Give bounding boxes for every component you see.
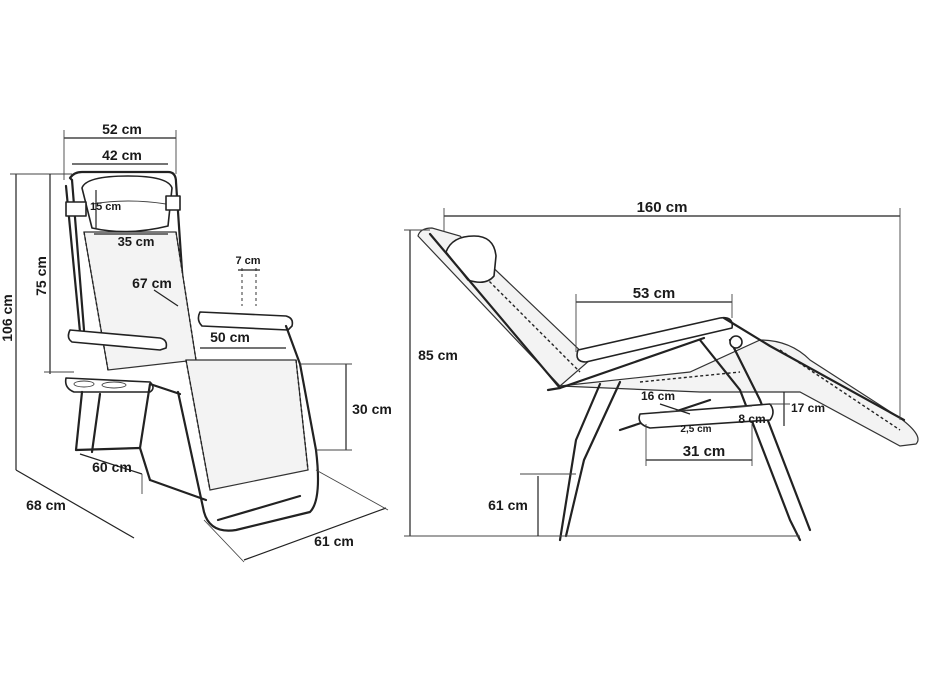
side-tray-cup — [729, 405, 753, 409]
cup-hole-1 — [73, 380, 95, 388]
dim-arrow-67 — [153, 289, 179, 307]
side-top-frame — [722, 316, 906, 422]
pillow-seam — [91, 200, 167, 205]
pillow-strap-right — [165, 195, 181, 211]
side-seat-cord — [639, 371, 741, 383]
label-tray-width: 16 cm — [641, 389, 675, 403]
label-cupholder-gap: 7 cm — [235, 255, 260, 267]
side-backrest-cord — [469, 261, 581, 373]
label-tray-depth: 2,5 cm — [680, 424, 711, 435]
label-ground-height: 61 cm — [488, 497, 528, 513]
headrest-pillow — [81, 175, 173, 233]
footrest-bar — [216, 494, 302, 522]
seat-cord-right — [295, 359, 309, 471]
left-leg-inner — [90, 392, 102, 454]
label-cup-diameter: 8 cm — [738, 412, 765, 426]
side-rear-leg-a — [698, 338, 802, 542]
front-leg-frame — [176, 324, 320, 532]
side-view-chair — [417, 227, 919, 542]
label-backrest-height: 75 cm — [33, 256, 49, 296]
label-depth-mid: 60 cm — [92, 459, 132, 475]
dim-line-61-front — [243, 507, 387, 561]
seat-fabric — [185, 359, 309, 491]
backrest-cord-left — [83, 231, 109, 371]
rear-support-frame — [138, 382, 182, 482]
front-dimensions: 52 cm 42 cm 15 cm 35 cm 106 cm 75 cm 7 c… — [0, 121, 392, 563]
label-depth-front: 61 cm — [314, 533, 354, 549]
label-backrest-length: 67 cm — [132, 275, 172, 291]
label-seat-width: 50 cm — [210, 329, 250, 345]
label-tray-height: 17 cm — [791, 401, 825, 415]
side-headrest-pillow — [445, 235, 497, 284]
side-front-leg-b — [564, 380, 622, 538]
seat-cord-left — [185, 359, 211, 491]
pillow-strap-left — [65, 201, 87, 217]
label-total-length: 160 cm — [637, 199, 688, 216]
cup-holder-tray — [64, 377, 154, 393]
label-pillow-height: 15 cm — [90, 201, 121, 213]
side-mid-frame — [558, 336, 706, 390]
label-seat-height: 30 cm — [352, 401, 392, 417]
left-leg-frame — [74, 390, 142, 452]
front-view-chair — [64, 170, 320, 532]
dim-ext-61-r — [315, 469, 389, 511]
label-seat-length: 53 cm — [633, 285, 676, 302]
dim-ext-61-l — [203, 519, 245, 563]
label-pillow-width: 35 cm — [118, 234, 155, 249]
backrest-fabric — [83, 231, 197, 371]
backrest-frame-top — [68, 170, 188, 332]
dim-line-60 — [79, 453, 143, 475]
label-total-height-side: 85 cm — [418, 347, 458, 363]
lower-crossbar — [148, 478, 208, 502]
dim-line-16 — [659, 403, 691, 415]
side-tray-slot — [659, 409, 691, 413]
side-pivot-knob — [729, 335, 743, 349]
right-armrest — [197, 311, 294, 331]
label-width-inner: 42 cm — [102, 147, 142, 163]
label-total-height-front: 106 cm — [0, 294, 15, 341]
label-base-width: 31 cm — [683, 443, 726, 460]
label-width-outer: 52 cm — [102, 121, 142, 137]
side-front-leg-a — [558, 382, 602, 542]
left-armrest — [67, 329, 168, 351]
cup-hole-2 — [101, 381, 127, 389]
label-depth-side: 68 cm — [26, 497, 66, 513]
side-dimensions: 160 cm 53 cm 85 cm 16 cm 17 cm 8 cm 2,5 … — [404, 199, 901, 537]
side-rear-leg-b — [728, 338, 812, 532]
side-cup-tray — [638, 403, 774, 429]
dim-line-68 — [15, 469, 135, 539]
